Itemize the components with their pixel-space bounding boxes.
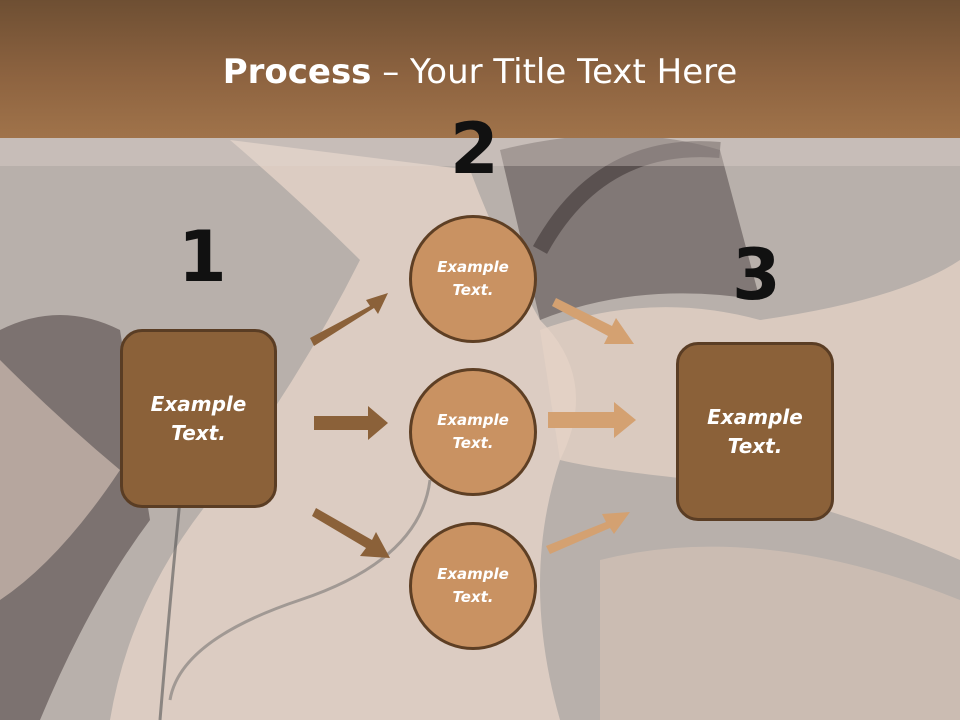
step-number-3: 3 <box>732 234 781 316</box>
box-step-3-line1: Example <box>707 404 803 429</box>
circle-top-line2: Text. <box>452 281 494 299</box>
slide-title[interactable]: Process – Your Title Text Here <box>0 52 960 92</box>
step-number-2: 2 <box>450 108 499 190</box>
circle-middle-line1: Example <box>437 411 509 429</box>
arrow-right-up <box>546 512 630 554</box>
step-number-1: 1 <box>178 216 227 298</box>
title-bold: Process <box>222 52 372 92</box>
title-bar <box>0 0 960 138</box>
arrow-right-mid <box>548 402 636 438</box>
title-bar-band <box>0 138 960 166</box>
circle-middle-line2: Text. <box>452 434 494 452</box>
arrow-left-up <box>310 293 388 346</box>
arrow-left-down <box>312 508 390 558</box>
circle-bottom-line1: Example <box>437 565 509 583</box>
box-step-1-line1: Example <box>150 391 247 416</box>
title-rest: – Your Title Text Here <box>371 52 738 92</box>
circle-top-line1: Example <box>437 258 509 276</box>
arrow-left-mid <box>314 406 388 440</box>
box-step-1-line2: Text. <box>171 420 226 445</box>
circle-bottom-line2: Text. <box>452 588 494 606</box>
arrow-right-down <box>552 298 634 344</box>
box-step-3-line2: Text. <box>727 433 783 458</box>
